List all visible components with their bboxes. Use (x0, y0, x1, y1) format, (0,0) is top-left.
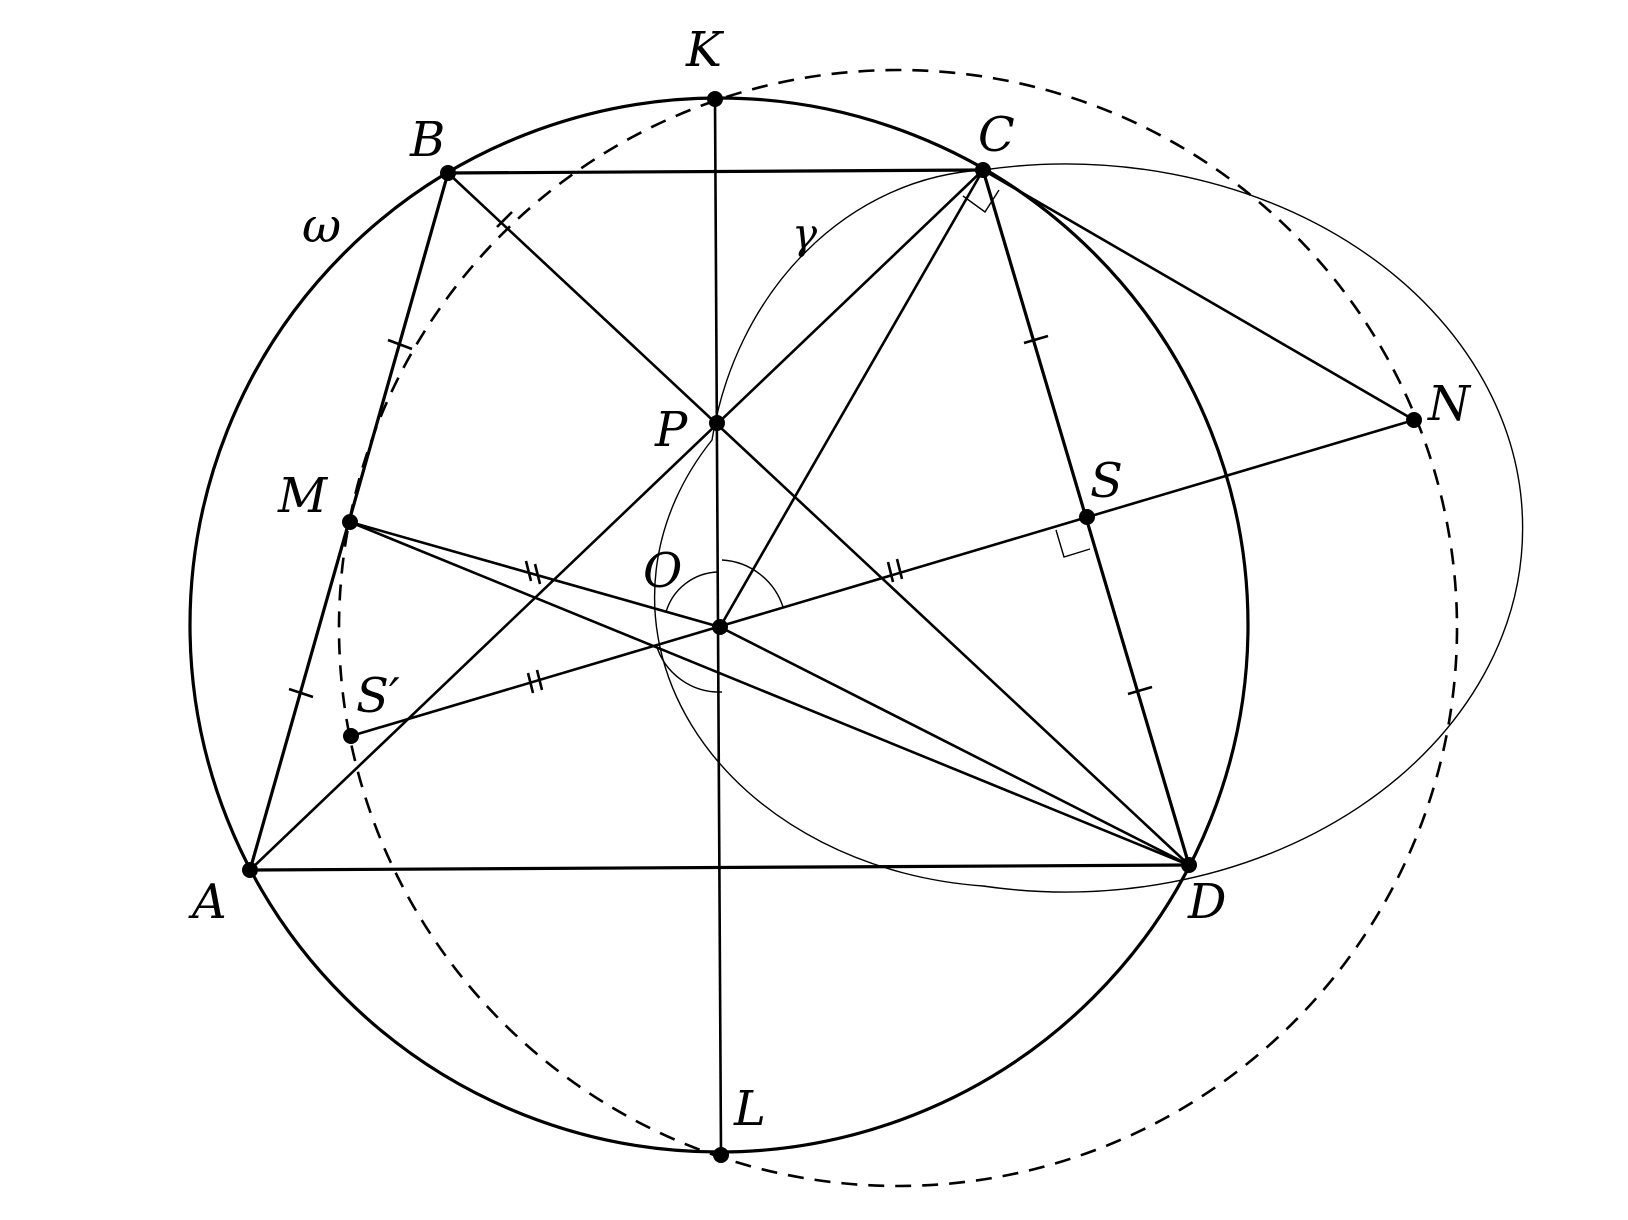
point-S-prime (343, 728, 359, 744)
label-omega: ω (302, 198, 341, 254)
label-N: N (1427, 376, 1472, 432)
label-P: P (654, 402, 688, 458)
right-angle-mark-C (962, 189, 1000, 214)
point-S (1079, 509, 1095, 525)
angle-arc-O-left (665, 571, 719, 613)
double-tick-OS (886, 558, 904, 583)
label-L: L (733, 1081, 766, 1137)
angle-arc-O-bottom (655, 643, 723, 693)
point-O (712, 619, 728, 635)
segment-MO (349, 520, 721, 629)
tick-SD (1127, 685, 1153, 696)
point-M (342, 514, 358, 530)
segment-BD (447, 172, 1190, 866)
label-O: O (643, 543, 682, 599)
label-S: S (1090, 453, 1123, 509)
label-B: B (409, 112, 445, 168)
point-N (1406, 412, 1422, 428)
circle-gamma (653, 163, 1524, 893)
tick-MA (288, 687, 314, 699)
segment-S-prime-N (350, 418, 1415, 738)
right-angle-mark-S (1055, 529, 1091, 558)
segment-OD (719, 625, 1190, 867)
point-K (707, 91, 723, 107)
point-L (713, 1147, 729, 1163)
tick-BM (387, 338, 413, 351)
dashed-circle (337, 68, 1459, 1188)
label-S-prime: S′ (356, 668, 400, 724)
segment-CN (982, 168, 1415, 422)
label-D: D (1187, 874, 1226, 930)
tick-CS (1023, 334, 1049, 345)
double-tick-OS-prime (526, 669, 544, 694)
label-K: K (685, 22, 725, 78)
point-A (242, 862, 258, 878)
label-C: C (978, 107, 1015, 163)
segment-MD (349, 520, 1190, 867)
point-C (975, 162, 991, 178)
point-P (709, 415, 725, 431)
segment-OC (718, 169, 985, 628)
segment-AC (249, 169, 984, 871)
point-D (1181, 857, 1197, 873)
point-B (440, 165, 456, 181)
label-A: A (188, 874, 227, 930)
tick-BP (496, 211, 513, 228)
label-gamma: γ (792, 209, 818, 258)
angle-arc-O-right (721, 559, 784, 608)
double-tick-MO (524, 560, 542, 585)
label-M: M (277, 468, 329, 524)
